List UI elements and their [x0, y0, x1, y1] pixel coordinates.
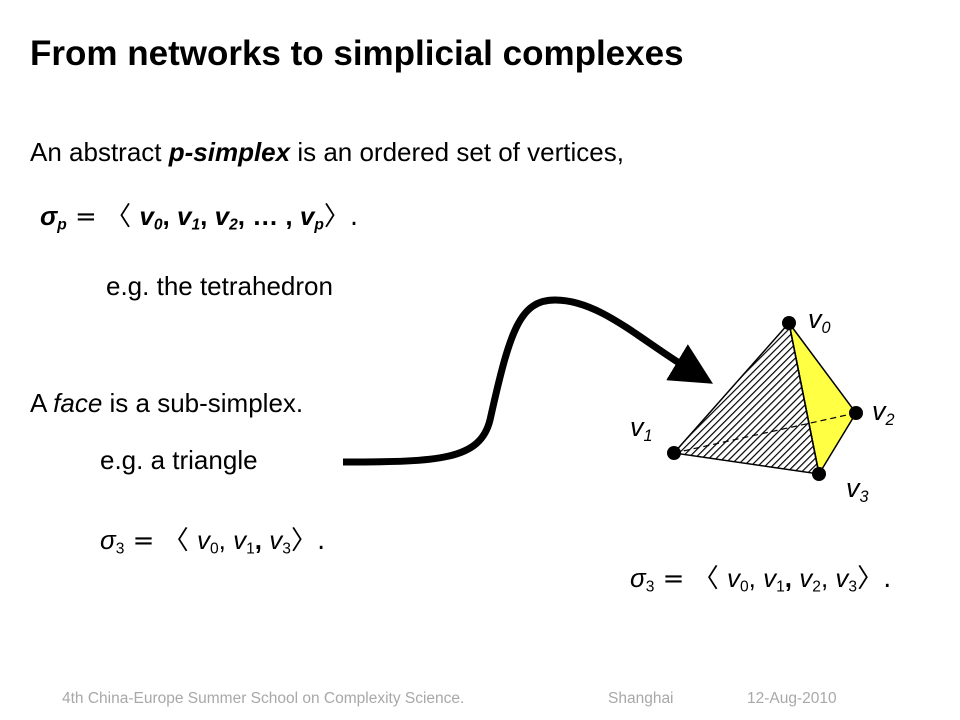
- triangle-v1: v: [233, 525, 247, 555]
- triangle-formula: σ3 = 〈 v0, v1, v3〉.: [100, 520, 325, 557]
- simplex-v2-sub: 2: [229, 216, 238, 234]
- triangle-v3-sub: 3: [282, 540, 291, 558]
- simplex-formula: σp = 〈 v0, v1, v2, … , vp〉.: [40, 196, 358, 233]
- tetra-v1: v: [763, 563, 777, 593]
- vertex-v3: [812, 467, 826, 481]
- tetra-v1-sub: 1: [776, 578, 785, 596]
- tetra-v2: v: [799, 563, 813, 593]
- label-v3: v3: [846, 473, 869, 506]
- triangle-sigma: σ: [100, 525, 116, 555]
- triangle-sep1: ,: [218, 525, 234, 555]
- simplex-rest: , … ,: [237, 201, 300, 231]
- triangle-v1-sub: 1: [246, 540, 255, 558]
- tetra-v3-sub: 3: [848, 578, 858, 596]
- face-line: A face is a sub-simplex.: [30, 388, 303, 419]
- triangle-sigma-sub: 3: [115, 540, 125, 558]
- simplex-close: 〉.: [323, 202, 359, 232]
- tetra-sep2: ,: [784, 563, 800, 593]
- face-suffix: is a sub-simplex.: [102, 388, 304, 418]
- example-triangle: e.g. a triangle: [100, 445, 258, 475]
- edge-v0-v3: [788, 322, 820, 475]
- label-v0: v0: [808, 304, 831, 337]
- footer-event: 4th China-Europe Summer School on Comple…: [62, 690, 465, 707]
- tetra-sep1: ,: [748, 563, 764, 593]
- face-prefix: A: [30, 388, 54, 418]
- triangle-v0-sub: 0: [209, 540, 219, 558]
- intro-line: An abstract p-simplex is an ordered set …: [30, 137, 624, 168]
- simplex-vp-sub: p: [314, 216, 324, 234]
- triangle-v3: v: [269, 525, 283, 555]
- intro-suffix: is an ordered set of vertices,: [290, 137, 624, 167]
- label-v2: v2: [872, 396, 895, 429]
- vertex-v1: [667, 446, 681, 460]
- footer-place: Shanghai: [608, 690, 674, 707]
- simplex-v1-sub: 1: [191, 216, 201, 234]
- triangle-close: 〉.: [290, 526, 326, 556]
- tetra-sep3: ,: [820, 563, 836, 593]
- tetra-close: 〉.: [857, 564, 892, 594]
- footer-date: 12-Aug-2010: [747, 690, 837, 707]
- tetra-v2-sub: 2: [812, 578, 821, 596]
- vertex-v2: [849, 406, 863, 420]
- tetra-v0-sub: 0: [739, 578, 749, 596]
- triangle-v0: v: [196, 525, 210, 555]
- vertex-v0: [782, 316, 796, 330]
- page-title: From networks to simplicial complexes: [30, 34, 684, 73]
- tetra-sigma-sub: 3: [645, 578, 655, 596]
- simplex-sigma: σ: [40, 201, 58, 231]
- hidden-edge-v1-v2: [673, 412, 857, 454]
- intro-prefix: An abstract: [30, 137, 169, 167]
- face-term: face: [53, 388, 103, 418]
- simplex-vp: v: [299, 201, 315, 231]
- intro-term: p-simplex: [168, 137, 291, 167]
- example-tetrahedron: e.g. the tetrahedron: [106, 271, 333, 301]
- simplex-v0-sub: 0: [153, 216, 163, 234]
- triangle-sep2: ,: [254, 525, 270, 555]
- label-v1: v1: [630, 412, 653, 445]
- simplex-sep1: ,: [162, 201, 177, 231]
- simplex-eq-open: = 〈: [66, 202, 140, 232]
- tetra-sigma: σ: [630, 563, 646, 593]
- tetra-v3: v: [835, 563, 849, 593]
- tetra-v0: v: [726, 563, 740, 593]
- simplex-sigma-sub: p: [57, 216, 67, 234]
- simplex-v1: v: [177, 201, 192, 231]
- simplex-sep2: ,: [200, 201, 215, 231]
- arrow-curve: [342, 296, 714, 466]
- simplex-v2: v: [214, 201, 230, 231]
- tetra-eq-open: = 〈: [654, 564, 727, 594]
- tetrahedron-formula: σ3 = 〈 v0, v1, v2, v3〉.: [630, 558, 891, 595]
- simplex-v0: v: [139, 201, 154, 231]
- triangle-eq-open: = 〈: [124, 526, 197, 556]
